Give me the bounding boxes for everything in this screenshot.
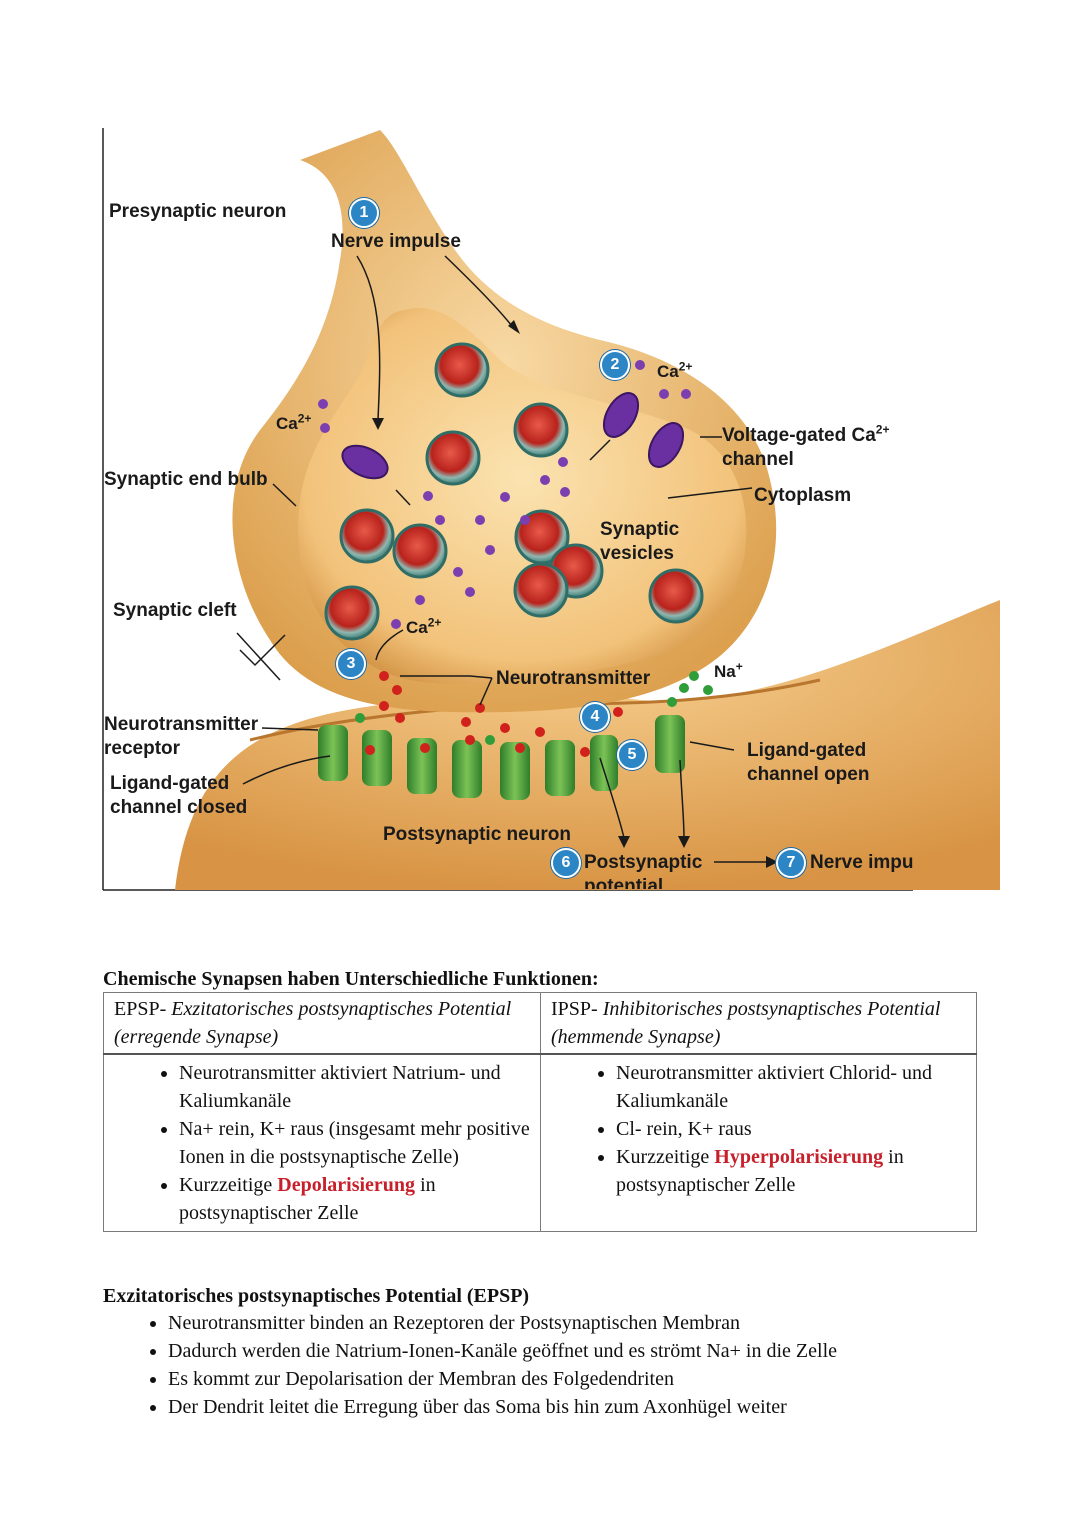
vesicle (513, 562, 569, 618)
list-item: Cl- rein, K+ raus (616, 1115, 966, 1143)
ipsp-list: Neurotransmitter aktiviert Chlorid- und … (551, 1059, 966, 1199)
epsp-cell: Neurotransmitter aktiviert Natrium- und … (103, 1053, 541, 1232)
neurotransmitter-dots-group (365, 671, 623, 757)
epsp-section-title: Exzitatorisches postsynaptisches Potenti… (103, 1285, 530, 1307)
list-item: Neurotransmitter aktiviert Natrium- und … (179, 1059, 530, 1115)
neurotransmitter-label: Neurotransmitter (496, 668, 651, 689)
synaptic-end-bulb-label: Synaptic end bulb (104, 469, 268, 490)
step-2-badge: 2 (600, 350, 630, 380)
calcium-label-left: Ca2+ (276, 411, 312, 433)
sodium-ions-group (355, 671, 713, 745)
sodium-label: Na+ (714, 659, 743, 681)
vesicle (513, 402, 569, 458)
calcium-label-top: Ca2+ (657, 359, 693, 381)
nerve-impulse-output-label: Nerve impu (810, 852, 913, 873)
step-7-badge: 7 (776, 848, 806, 878)
synapse-illustration (102, 128, 1000, 891)
calcium-ions-group (318, 360, 691, 629)
vesicle (392, 523, 448, 579)
vesicle (425, 430, 481, 486)
list-item: Neurotransmitter aktiviert Chlorid- und … (616, 1059, 966, 1115)
synapse-comparison-table: EPSP- Exzitatorisches postsynaptisches P… (103, 992, 977, 1232)
vesicle (648, 568, 704, 624)
step-5-badge: 5 (617, 740, 647, 770)
ligand-gated-channels-group (318, 715, 685, 800)
epsp-section-list: Neurotransmitter binden an Rezeptoren de… (103, 1309, 1003, 1421)
list-item: Kurzzeitige Hyperpolarisierung in postsy… (616, 1143, 966, 1199)
epsp-section: Exzitatorisches postsynaptisches Potenti… (103, 1283, 1003, 1421)
step-4-badge: 4 (580, 702, 610, 732)
arrowheads-group (372, 320, 778, 868)
voltage-gated-channels-group (341, 392, 685, 480)
comparison-section: Chemische Synapsen haben Unterschiedlich… (103, 966, 977, 1232)
step-1-badge: 1 (349, 198, 379, 228)
leader-lines-group (236, 255, 768, 863)
cytoplasm-shape (298, 308, 747, 684)
list-item: Der Dendrit leitet die Erregung über das… (168, 1393, 1003, 1421)
postsynaptic-neuron-shape (175, 600, 1000, 890)
vesicle (324, 585, 380, 641)
nerve-impulse-label: Nerve impulse (331, 231, 461, 252)
step-6-badge: 6 (551, 848, 581, 878)
vesicle (339, 508, 395, 564)
vesicle (434, 342, 490, 398)
ipsp-header: IPSP- Inhibitorisches postsynaptisches P… (540, 992, 977, 1055)
list-item: Neurotransmitter binden an Rezeptoren de… (168, 1309, 1003, 1337)
list-item: Kurzzeitige Depolarisierung in postsynap… (179, 1171, 530, 1227)
list-item: Dadurch werden die Natrium-Ionen-Kanäle … (168, 1337, 1003, 1365)
epsp-list: Neurotransmitter aktiviert Natrium- und … (114, 1059, 530, 1227)
step-3-badge: 3 (336, 649, 366, 679)
synaptic-cleft-label: Synaptic cleft (113, 600, 237, 621)
list-item: Es kommt zur Depolarisation der Membran … (168, 1365, 1003, 1393)
list-item: Na+ rein, K+ raus (insgesamt mehr positi… (179, 1115, 530, 1171)
postsynaptic-neuron-label: Postsynaptic neuron (383, 824, 571, 845)
synaptic-vesicles-group (324, 342, 704, 641)
presynaptic-neuron-label: Presynaptic neuron (109, 201, 287, 222)
ipsp-cell: Neurotransmitter aktiviert Chlorid- und … (540, 1053, 977, 1232)
epsp-header: EPSP- Exzitatorisches postsynaptisches P… (103, 992, 541, 1055)
synapse-figure: Presynaptic neuron Nerve impulse Ca2+ Ca… (102, 128, 1000, 891)
calcium-label-bottom: Ca2+ (406, 615, 442, 637)
cytoplasm-label: Cytoplasm (754, 485, 852, 506)
comparison-title: Chemische Synapsen haben Unterschiedlich… (103, 968, 599, 990)
voltage-gated-channel-label: Voltage-gated Ca2+channel (722, 422, 890, 470)
